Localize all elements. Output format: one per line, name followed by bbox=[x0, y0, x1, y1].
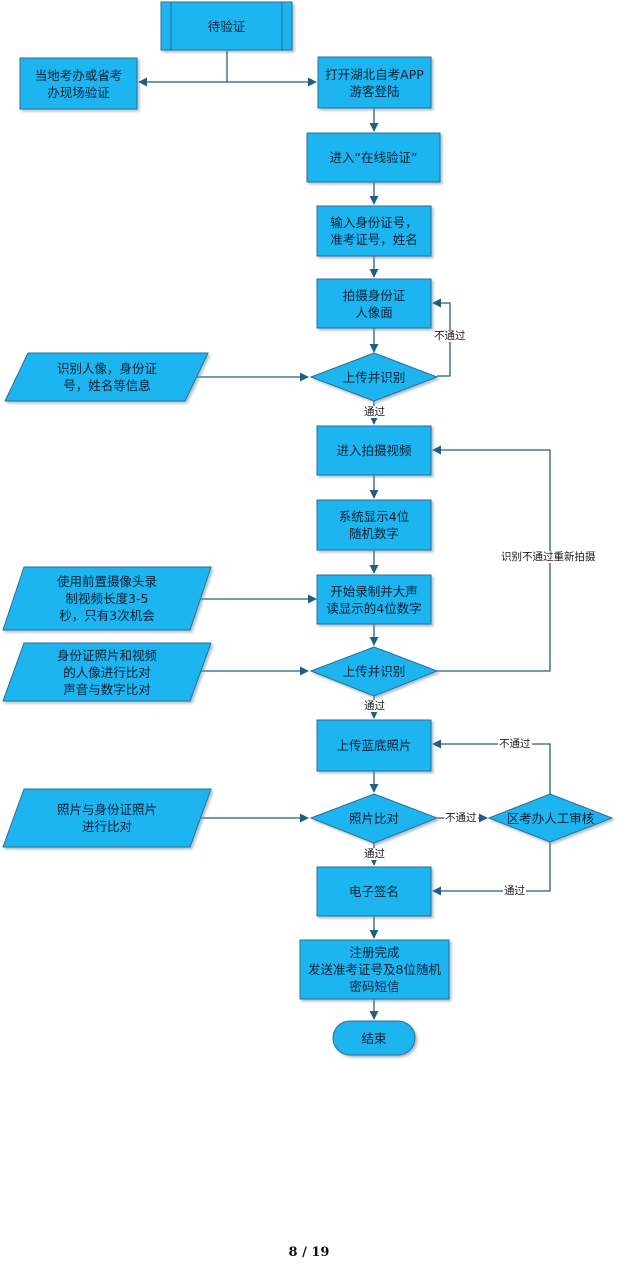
recog-info-node bbox=[4, 352, 209, 402]
enter-online-node bbox=[306, 132, 441, 183]
enter-video-node bbox=[316, 425, 432, 476]
edge-manual-fail bbox=[432, 739, 551, 794]
show-digits-node bbox=[316, 499, 432, 551]
esign-label: 电子签名 bbox=[348, 884, 399, 899]
connectors bbox=[138, 51, 551, 1020]
open-app-node bbox=[317, 56, 432, 109]
page-number: 8 / 19 bbox=[288, 1245, 330, 1260]
upload-blue-label: 上传蓝底照片 bbox=[336, 738, 412, 753]
edge-label-pass-manual: 通过 bbox=[503, 885, 526, 897]
photo-desc-node bbox=[2, 788, 212, 848]
complete-label: 注册完成 发送准考证号及8位随机 密码短信 bbox=[308, 945, 441, 994]
upload1-label: 上传并识别 bbox=[342, 369, 406, 385]
input-id-node bbox=[316, 205, 432, 257]
enter-online-label: 进入“在线验证” bbox=[329, 150, 418, 165]
start-node bbox=[160, 1, 293, 51]
input-id-label: 输入身份证号， 准考证号，姓名 bbox=[330, 215, 418, 247]
edge-label-fail-manual: 不通过 bbox=[498, 738, 532, 750]
complete-node bbox=[299, 939, 450, 1000]
upload2-decision bbox=[309, 646, 439, 697]
edge-label-fail-compare: 不通过 bbox=[444, 812, 478, 824]
start-label: 待验证 bbox=[207, 18, 246, 34]
enter-video-label: 进入拍摄视频 bbox=[336, 443, 412, 458]
photo-id-label: 拍摄身份证 人像面 bbox=[342, 287, 406, 320]
edge-label-fail1: 不通过 bbox=[433, 330, 467, 342]
compare-desc-label: 身份证照片和视频 的人像进行比对 声音与数字比对 bbox=[56, 647, 157, 697]
record-node bbox=[316, 574, 432, 625]
edge-label-pass1: 通过 bbox=[363, 406, 386, 418]
upload-blue-node bbox=[316, 719, 432, 772]
edge-manual-pass bbox=[432, 842, 551, 896]
shapes bbox=[2, 1, 614, 1056]
photo-desc-label: 照片与身份证照片 进行比对 bbox=[56, 802, 157, 834]
show-digits-label: 系统显示4位 随机数字 bbox=[338, 509, 410, 541]
esign-node bbox=[316, 866, 432, 917]
end-node bbox=[332, 1020, 416, 1056]
manual-review-label: 区考办人工审核 bbox=[506, 810, 595, 826]
edge-label-retake: 识别不通过重新拍摄 bbox=[500, 551, 597, 563]
end-label: 结束 bbox=[361, 1030, 387, 1046]
upload1-decision bbox=[309, 352, 439, 402]
photo-compare-label: 照片比对 bbox=[348, 811, 399, 826]
local-verify-node bbox=[19, 57, 138, 110]
front-camera-node bbox=[2, 566, 212, 631]
start-node-bars bbox=[170, 2, 283, 50]
record-label: 开始录制并大声 读显示的4位数字 bbox=[326, 583, 422, 616]
local-verify-label: 当地考办或省考 办现场验证 bbox=[34, 67, 123, 100]
photo-compare-decision bbox=[309, 793, 439, 844]
edge-label-pass2: 通过 bbox=[363, 700, 386, 712]
photo-id-node bbox=[316, 278, 432, 329]
upload2-label: 上传并识别 bbox=[342, 664, 406, 679]
open-app-label: 打开湖北自考APP 游客登陆 bbox=[325, 66, 424, 99]
compare-desc-node bbox=[2, 642, 212, 702]
edge-label-pass3: 通过 bbox=[363, 848, 386, 860]
manual-review-decision bbox=[487, 793, 614, 843]
recog-info-label: 识别人像，身份证 号，姓名等信息 bbox=[56, 361, 157, 393]
front-camera-label: 使用前置摄像头录 制视频长度3-5 秒，只有3次机会 bbox=[56, 574, 157, 623]
